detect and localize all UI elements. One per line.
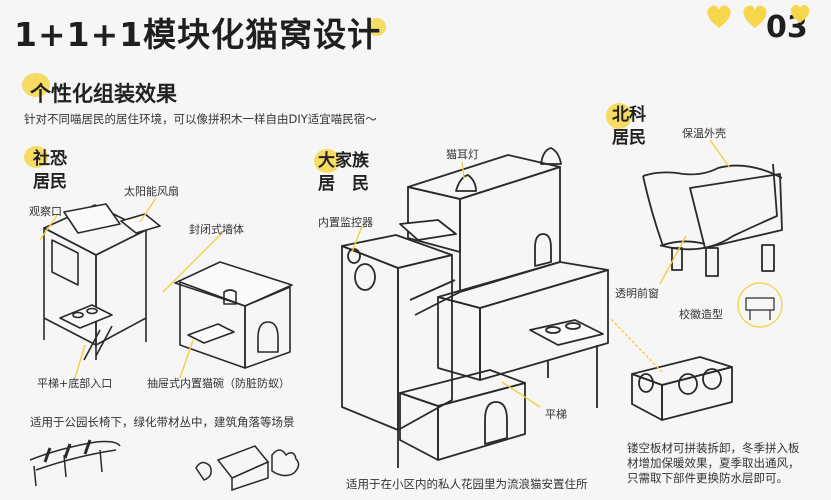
section-heading: 个性化组装效果	[30, 82, 177, 106]
highlight-blob	[22, 73, 50, 97]
middle-panel-title: 大家族 居 民	[318, 150, 369, 196]
family-cat-house	[341, 147, 609, 468]
right-panel-title: 北科 居民	[612, 104, 646, 150]
label-middle-ladder: 平梯	[545, 408, 567, 421]
highlight-blob	[24, 146, 48, 168]
right-note-line: 材增加保暖效果，夏季取出通风，	[627, 456, 800, 470]
right-title-line1: 北科	[612, 105, 646, 125]
middle-caption: 适用于在小区内的私人花园里为流浪猫安置住所	[346, 477, 588, 491]
park-bench-sketch	[29, 439, 300, 492]
label-fan: 太阳能风扇	[124, 185, 179, 198]
label-badge: 校徽造型	[679, 308, 723, 321]
middle-title-line1: 大家族	[318, 151, 369, 171]
page-title: 1+1+1模块化猫窝设计	[14, 15, 382, 54]
introvert-cat-house	[43, 203, 293, 369]
right-note-line: 镂空板材可拼装拆卸，冬季拼入板	[627, 441, 800, 455]
label-front-window: 透明前窗	[615, 287, 659, 300]
right-note-line: 只需取下部件更换防水层即可。	[627, 471, 788, 485]
left-title-line2: 居民	[33, 172, 67, 192]
label-window: 观察口	[29, 205, 62, 218]
label-monitor: 内置监控器	[318, 216, 373, 229]
label-bowl: 抽屉式内置猫碗（防脏防蚁）	[147, 377, 290, 390]
campus-cat-house	[631, 163, 783, 421]
label-ladder: 平梯+底部入口	[37, 377, 113, 390]
heart-icon	[743, 5, 767, 29]
label-shell: 保温外壳	[682, 127, 726, 140]
left-panel-title: 社恐 居民	[33, 148, 67, 194]
left-caption: 适用于公园长椅下，绿化带材丛中，建筑角落等场景	[30, 415, 295, 429]
label-leader-lines	[351, 161, 541, 408]
label-leader-lines	[39, 197, 226, 379]
right-note: 镂空板材可拼装拆卸，冬季拼入板 材增加保暖效果，夏季取出通风， 只需取下部件更换…	[627, 441, 800, 486]
highlight-blob	[606, 103, 632, 129]
right-title-line2: 居民	[612, 128, 646, 148]
highlight-blob	[314, 149, 340, 173]
label-leader-lines	[609, 139, 731, 373]
heart-icon	[707, 5, 731, 29]
heart-icon	[790, 4, 810, 23]
label-lamp: 猫耳灯	[446, 148, 479, 161]
section-intro: 针对不同喵居民的居住环境，可以像拼积木一样自由DIY适宜喵民宿～	[24, 112, 377, 126]
label-wall: 封闭式墙体	[189, 223, 244, 236]
highlight-blob	[368, 18, 386, 36]
left-title-line1: 社恐	[33, 149, 67, 169]
middle-title-line2: 居 民	[318, 174, 369, 194]
